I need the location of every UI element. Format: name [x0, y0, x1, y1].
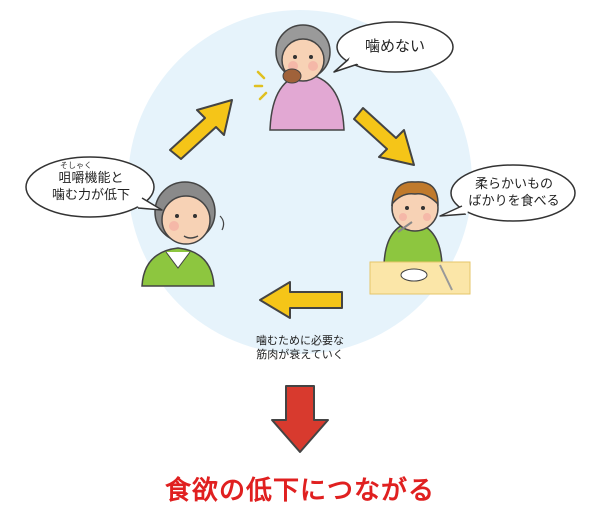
right-bubble-text: 柔らかいもの ばかりを食べる [462, 176, 566, 210]
right-bubble-line-2: ばかりを食べる [468, 194, 560, 209]
bubble-right [439, 164, 576, 222]
bubble-top [333, 21, 454, 73]
middle-text-line-2: 筋肉が衰えていく [256, 348, 344, 361]
elderly-woman-eating-icon [253, 24, 345, 131]
right-bubble-line-1: 柔らかいもの [474, 177, 553, 192]
middle-text: 噛むために必要な 筋肉が衰えていく [245, 334, 355, 362]
left-bubble-text: 咀嚼機能と 噛む力が低下 [36, 170, 146, 204]
left-bubble-ruby: そしゃく [60, 161, 92, 170]
left-bubble-line-1: 咀嚼機能と [58, 171, 124, 186]
arrow-left-to-top [169, 99, 233, 160]
middle-text-line-1: 噛むために必要な [256, 334, 344, 347]
arrow-right-to-left [259, 281, 343, 319]
left-bubble-line-2: 噛む力が低下 [51, 188, 130, 203]
bubble-left [25, 156, 163, 218]
arrow-top-to-right [353, 107, 415, 166]
down-arrow [271, 385, 329, 453]
elderly-man-weak-jaw-icon [141, 181, 225, 287]
conclusion-text: 食欲の低下につながる [164, 476, 435, 506]
top-bubble-text: 噛めない [364, 37, 425, 55]
child-eating-soft-food-icon [369, 181, 471, 295]
